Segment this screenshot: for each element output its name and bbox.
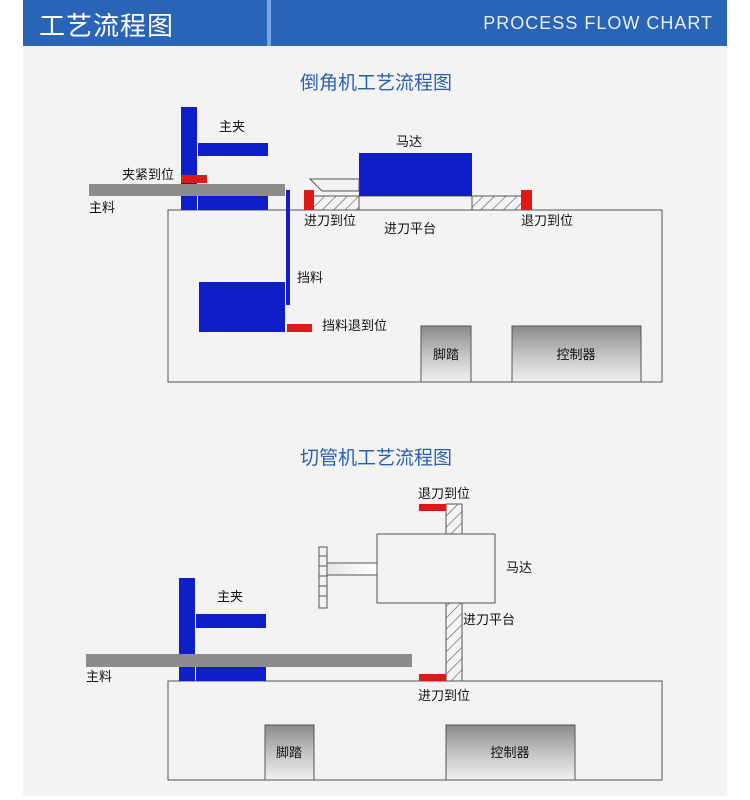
chamfer-stopper-rod — [286, 190, 290, 305]
chamfer-main-material-label: 主料 — [89, 201, 115, 216]
cutter-controller — [445, 724, 576, 781]
cutter-saw-shaft — [326, 562, 378, 576]
cutter-feed-rail-lower — [445, 602, 463, 682]
chamfer-controller-label: 控制器 — [556, 348, 595, 363]
cutter-feed-in-place-label: 进刀到位 — [418, 689, 470, 704]
cutter-clamp-lower-jaw — [196, 667, 266, 681]
chamfer-stopper-sensor — [287, 324, 312, 332]
chamfer-stopper-cylinder — [199, 282, 285, 332]
cutter-retract-sensor — [419, 504, 446, 511]
cutter-feed-sensor — [419, 674, 446, 681]
chamfer-feed-sensor — [304, 190, 314, 210]
page-subtitle: PROCESS FLOW CHART — [483, 13, 713, 33]
chamfer-feed-carriage — [358, 195, 473, 211]
cutter-clamp-jaw — [196, 614, 266, 628]
chamfer-main-clamp-label: 主夹 — [219, 120, 245, 135]
cutter-pedal — [264, 724, 315, 781]
cutter-material-bar — [86, 654, 412, 667]
chamfer-retract-sensor — [521, 190, 532, 210]
chamfer-clamp-in-place-label: 夹紧到位 — [122, 168, 174, 183]
chamfer-pedal — [420, 325, 472, 383]
cutter-motor — [376, 533, 496, 604]
chamfer-feed-in-place-label: 进刀到位 — [304, 214, 356, 229]
chamfer-tool — [308, 178, 360, 192]
chamfer-retract-in-place-label: 退刀到位 — [521, 214, 573, 229]
chamfer-motor-label: 马达 — [396, 135, 422, 150]
cutter-motor-label: 马达 — [506, 561, 532, 576]
chamfer-clamp-jaw — [198, 143, 268, 156]
chamfer-title: 倒角机工艺流程图 — [300, 72, 452, 94]
page-title: 工艺流程图 — [39, 12, 175, 42]
chamfer-clamp-sensor — [181, 175, 207, 183]
chamfer-motor — [359, 153, 472, 196]
chamfer-material-bar — [89, 184, 285, 196]
cutter-title: 切管机工艺流程图 — [300, 447, 452, 469]
cutter-saw-blade — [318, 546, 328, 609]
chamfer-feed-platform-label: 进刀平台 — [384, 222, 436, 237]
header-divider — [267, 0, 271, 46]
chamfer-clamp-lower-jaw — [198, 196, 268, 210]
cutter-main-material-label: 主料 — [86, 670, 112, 685]
cutter-pedal-label: 脚踏 — [276, 745, 302, 761]
cutter-machine-base — [167, 680, 663, 781]
cutter-main-clamp-label: 主夹 — [217, 590, 243, 605]
cutter-feed-platform-label: 进刀平台 — [463, 613, 515, 628]
cutter-feed-rail-upper — [445, 503, 463, 535]
cutter-retract-in-place-label: 退刀到位 — [418, 487, 470, 502]
cutter-saw-teeth — [319, 555, 327, 597]
chamfer-stopper-label: 挡料 — [297, 271, 323, 286]
chamfer-pedal-label: 脚踏 — [433, 347, 459, 363]
page-header: 工艺流程图 PROCESS FLOW CHART — [23, 0, 727, 46]
chamfer-controller — [511, 325, 642, 383]
chamfer-stopper-retract-label: 挡料退到位 — [322, 319, 387, 334]
cutter-controller-label: 控制器 — [490, 746, 529, 761]
